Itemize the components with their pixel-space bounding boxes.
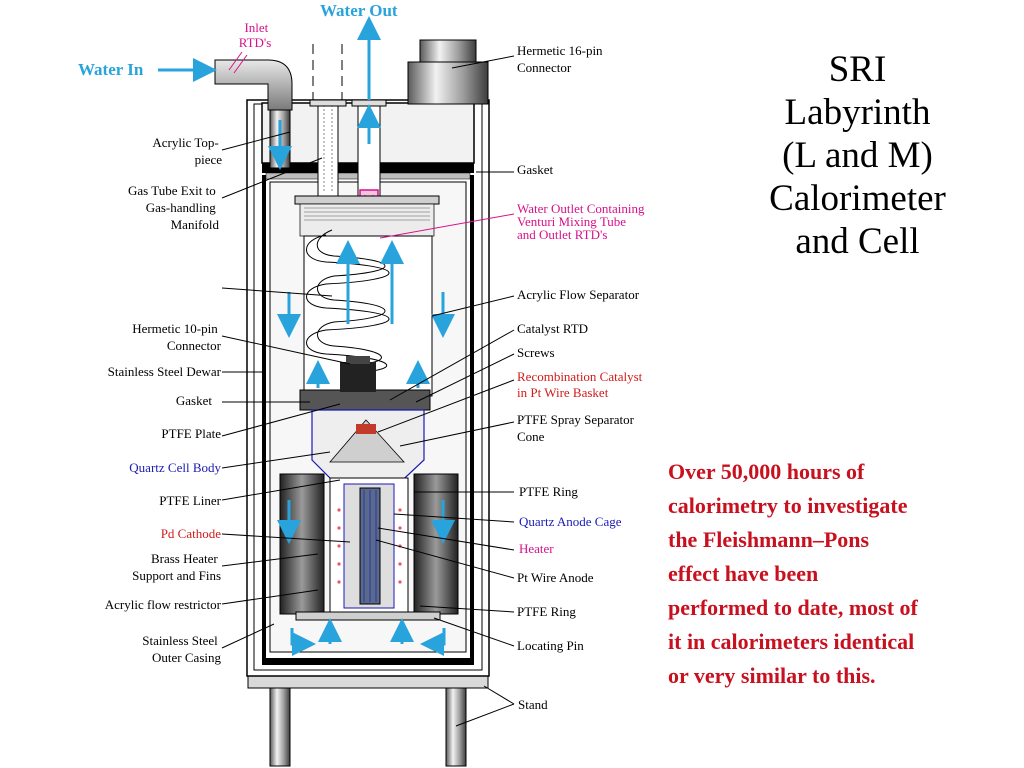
label-inlet-rtds: Inlet RTD's [239, 20, 272, 50]
label-ptfe-spray-separator: PTFE Spray Separator Cone [517, 412, 637, 444]
summary-note: Over 50,000 hours of calorimetry to inve… [668, 455, 998, 693]
label-stand: Stand [518, 697, 548, 712]
note-line: or very similar to this. [668, 663, 876, 688]
title-line: and Cell [795, 221, 920, 262]
label-acrylic-flow-separator: Acrylic Flow Separator [517, 287, 640, 302]
water-flow-arrows [158, 16, 455, 656]
note-line: the Fleishmann–Pons [668, 527, 870, 552]
leader-lines [221, 51, 515, 727]
stand [247, 673, 489, 767]
gas-tube [309, 44, 347, 197]
note-line: Over 50,000 hours of [668, 459, 865, 484]
title-line: SRI [828, 49, 887, 90]
label-quartz-cell-body: Quartz Cell Body [129, 460, 221, 475]
label-ptfe-liner: PTFE Liner [159, 493, 221, 508]
label-gasket-right: Gasket [517, 162, 553, 177]
water-out-label: Water Out [320, 1, 398, 20]
hermetic-16pin-connector [407, 39, 489, 105]
label-recombination-catalyst: Recombination Catalyst in Pt Wire Basket [517, 369, 646, 400]
label-stainless-outer-casing: Stainless Steel Outer Casing [142, 633, 221, 665]
left-labels: Inlet RTD's Acrylic Top- piece Gas Tube … [105, 20, 272, 665]
label-acrylic-flow-restrictor: Acrylic flow restrictor [105, 597, 222, 612]
water-in-label: Water In [78, 60, 144, 79]
label-acrylic-top-piece: Acrylic Top- piece [152, 135, 222, 167]
note-line: it in calorimeters identical [668, 629, 915, 654]
label-ptfe-ring-upper: PTFE Ring [519, 484, 578, 499]
label-hermetic-10pin: Hermetic 10-pin Connector [132, 321, 221, 353]
title-line: Calorimeter [769, 178, 946, 219]
note-line: calorimetry to investigate [668, 493, 908, 518]
label-ptfe-ring-lower: PTFE Ring [517, 604, 576, 619]
title-line: (L and M) [782, 135, 933, 176]
label-gas-tube-exit: Gas Tube Exit to Gas-handling Manifold [128, 183, 220, 232]
slide-title: SRI Labyrinth (L and M) Calorimeter and … [735, 48, 980, 263]
label-heater: Heater [519, 541, 554, 556]
label-screws: Screws [517, 345, 555, 360]
label-catalyst-rtd: Catalyst RTD [517, 321, 588, 336]
right-labels: Hermetic 16-pin Connector Gasket Water O… [517, 43, 648, 712]
label-quartz-anode-cage: Quartz Anode Cage [519, 514, 622, 529]
label-locating-pin: Locating Pin [517, 638, 584, 653]
label-hermetic-16pin: Hermetic 16-pin Connector [517, 43, 606, 75]
label-gasket-left: Gasket [176, 393, 212, 408]
note-line: effect have been [668, 561, 819, 586]
note-line: performed to date, most of [668, 595, 918, 620]
label-pt-wire-anode: Pt Wire Anode [517, 570, 594, 585]
title-line: Labyrinth [784, 92, 931, 133]
label-ptfe-plate: PTFE Plate [161, 426, 221, 441]
label-water-outlet: Water Outlet Containing Venturi Mixing T… [517, 201, 648, 242]
label-brass-heater: Brass Heater Support and Fins [132, 551, 221, 583]
label-pd-cathode: Pd Cathode [161, 526, 222, 541]
label-stainless-dewar: Stainless Steel Dewar [108, 364, 222, 379]
